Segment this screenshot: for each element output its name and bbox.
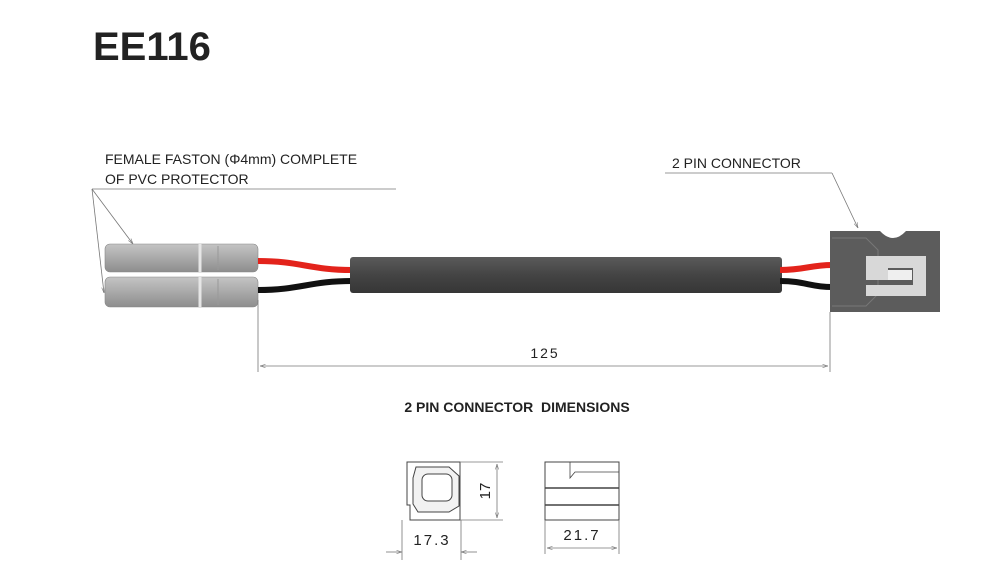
sheathed-cable xyxy=(350,257,782,293)
product-title: EE116 xyxy=(93,25,211,69)
two-pin-connector xyxy=(830,231,940,312)
faston-terminals xyxy=(104,243,259,308)
black-wire-right xyxy=(779,278,833,290)
dimensions-section-title: 2 PIN CONNECTOR DIMENSIONS xyxy=(404,399,629,415)
connector-leader-lines xyxy=(665,172,858,228)
cable-length-value: 125 xyxy=(530,345,559,361)
faston-leader-lines xyxy=(91,188,396,293)
faston-label-line1: FEMALE FASTON (Φ4mm) COMPLETE xyxy=(105,151,357,167)
connector-side-view xyxy=(544,461,620,554)
connector-front-view xyxy=(386,461,503,560)
length-dimension xyxy=(257,300,831,372)
red-wire-right xyxy=(779,262,833,273)
width-value: 17.3 xyxy=(413,532,450,549)
red-wire-left xyxy=(257,258,353,273)
black-wire-left xyxy=(257,278,353,293)
length-value: 21.7 xyxy=(563,527,600,544)
faston-label-line2: OF PVC PROTECTOR xyxy=(105,171,249,187)
height-value: 17 xyxy=(477,483,494,500)
connector-label: 2 PIN CONNECTOR xyxy=(672,155,801,171)
